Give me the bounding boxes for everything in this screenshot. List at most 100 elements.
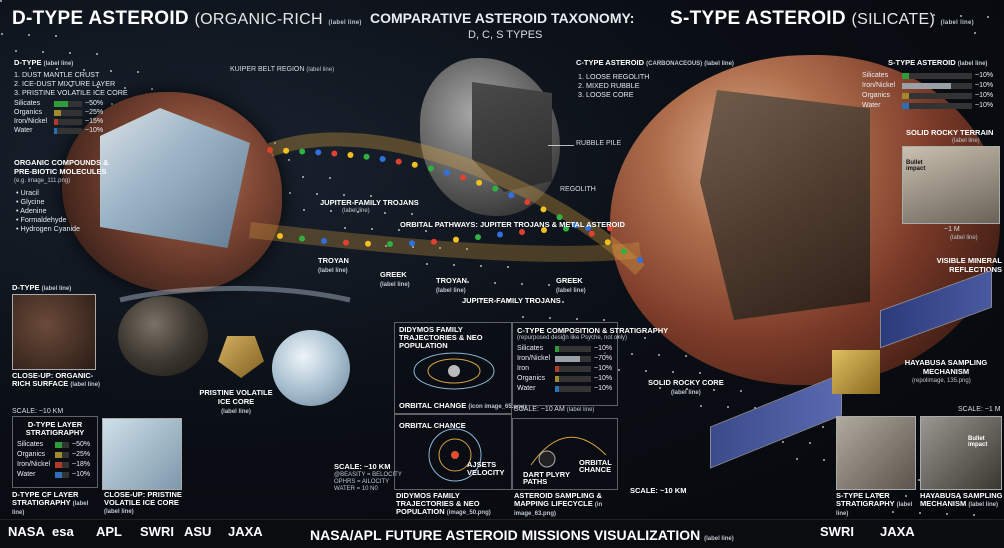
star bbox=[97, 86, 99, 88]
star bbox=[110, 70, 112, 72]
trojan-marker bbox=[585, 225, 591, 232]
composition-value: ~25% bbox=[85, 109, 104, 116]
star bbox=[42, 51, 44, 53]
trojan-marker bbox=[299, 235, 305, 242]
star bbox=[699, 372, 701, 374]
right-title: S-TYPE ASTEROID (SILICATE) (label line) bbox=[670, 8, 974, 29]
composition-name: Iron/Nickel bbox=[517, 355, 551, 362]
composition-name: Water bbox=[862, 102, 881, 109]
scale-small: SCALE: ~1 M bbox=[958, 406, 1001, 413]
organic-item: • Glycine bbox=[16, 197, 45, 206]
hay-caption: HAYABUSA SAMPLING MECHANISM (label line) bbox=[920, 491, 1003, 509]
composition-name: Organics bbox=[14, 109, 43, 116]
composition-name: Silicates bbox=[862, 72, 889, 79]
composition-value: ~10% bbox=[85, 127, 104, 134]
star bbox=[28, 34, 30, 36]
family-trojans-label: JUPITER-FAMILY TROJANS bbox=[462, 296, 561, 305]
star bbox=[973, 514, 975, 516]
composition-value: ~10% bbox=[975, 72, 994, 79]
star bbox=[686, 388, 688, 390]
star bbox=[96, 53, 98, 55]
star bbox=[644, 337, 646, 339]
trojan-marker bbox=[431, 238, 437, 245]
trojan-marker bbox=[540, 206, 547, 213]
star bbox=[412, 246, 414, 248]
composition-bar bbox=[902, 103, 909, 109]
composition-bar-track bbox=[902, 103, 972, 109]
terrain-closeup bbox=[902, 146, 1000, 224]
trojan-marker bbox=[283, 147, 290, 154]
trojan-marker bbox=[395, 158, 402, 165]
composition-value: ~10% bbox=[975, 92, 994, 99]
composition-bar bbox=[55, 462, 62, 468]
composition-bar bbox=[902, 73, 909, 79]
trojan-marker bbox=[321, 237, 327, 244]
composition-bar bbox=[54, 101, 68, 107]
composition-value: ~15% bbox=[85, 118, 104, 125]
trojan-marker bbox=[409, 240, 415, 247]
trojans-note: (label line) bbox=[342, 208, 370, 214]
star bbox=[124, 87, 126, 89]
trojan-marker bbox=[347, 151, 354, 158]
star bbox=[385, 245, 387, 247]
composition-row: Organics~10% bbox=[862, 92, 998, 102]
organic-surface-closeup bbox=[12, 294, 96, 370]
closeup-heading: D-TYPE (label line) bbox=[12, 283, 72, 292]
ice-caption: CLOSE-UP: PRISTINE VOLATILE ICE CORE (la… bbox=[104, 490, 182, 516]
composition-bar bbox=[55, 452, 62, 458]
layer-item: 3. PRISTINE VOLATILE ICE CORE bbox=[14, 88, 128, 97]
star bbox=[55, 35, 57, 37]
partner-logo: JAXA bbox=[228, 524, 263, 539]
organic-item: • Adenine bbox=[16, 206, 47, 215]
trojan-marker bbox=[299, 148, 306, 155]
composition-value: ~10% bbox=[975, 102, 994, 109]
composition-value: ~10% bbox=[72, 471, 91, 478]
orbital-change-label: ORBITAL CHANGE (icon image_65.png) bbox=[399, 401, 527, 410]
d-type-heading: D-TYPE (label line) bbox=[14, 58, 74, 67]
star bbox=[329, 177, 331, 179]
hayabusa-closeup bbox=[920, 416, 1002, 490]
hayabusa-note: (repolimage, 135.png) bbox=[912, 378, 971, 384]
composition-bar-track bbox=[55, 442, 69, 448]
star bbox=[521, 283, 523, 285]
composition-bar-track bbox=[55, 452, 69, 458]
sampling-diagram bbox=[530, 436, 607, 468]
orbital-chance2: ORBITAL CHANCE bbox=[579, 458, 612, 474]
star bbox=[522, 316, 524, 318]
star bbox=[631, 353, 633, 355]
partner-logo: APL bbox=[96, 524, 122, 539]
partner-logo: SWRI bbox=[140, 524, 174, 539]
left-title: D-TYPE ASTEROID (ORGANIC-RICH (label lin… bbox=[12, 8, 362, 29]
star bbox=[15, 50, 17, 52]
ice-core-closeup bbox=[102, 418, 182, 490]
layer-item: 3. LOOSE CORE bbox=[578, 90, 634, 99]
trojan-marker bbox=[387, 240, 393, 247]
composition-bar bbox=[555, 386, 559, 392]
scale-block-title: SCALE: ~10 KM bbox=[334, 462, 391, 471]
star bbox=[439, 247, 441, 249]
didymos-top-panel: DIDYMOS FAMILY TRAJECTORIES & NEO POPULA… bbox=[394, 322, 526, 414]
comp-title: C-TYPE COMPOSITION & STRATIGRAPHY bbox=[517, 326, 669, 335]
trojan-marker bbox=[343, 239, 349, 246]
star bbox=[330, 210, 332, 212]
trojan-marker bbox=[524, 198, 531, 205]
star bbox=[918, 479, 920, 481]
star bbox=[151, 88, 153, 90]
organic-item: • Uracil bbox=[16, 188, 39, 197]
comp-scale: SCALE: ~10 AM (label line) bbox=[514, 406, 595, 413]
partner-logo: esa bbox=[52, 524, 74, 539]
star bbox=[1, 33, 3, 35]
composition-bar-track bbox=[55, 462, 69, 468]
star bbox=[288, 159, 290, 161]
composition-row: Silicates ~10% bbox=[862, 72, 998, 82]
composition-bar bbox=[555, 366, 559, 372]
star bbox=[316, 193, 318, 195]
trojan-marker bbox=[331, 150, 338, 157]
star bbox=[425, 230, 427, 232]
star bbox=[713, 389, 715, 391]
rubble-label: RUBBLE PILE bbox=[576, 140, 622, 147]
star bbox=[507, 266, 509, 268]
composition-row: Water~10% bbox=[14, 127, 114, 136]
center-subtitle: D, C, S TYPES bbox=[468, 29, 543, 41]
greek-mid: GREEK(label line) bbox=[380, 270, 410, 288]
